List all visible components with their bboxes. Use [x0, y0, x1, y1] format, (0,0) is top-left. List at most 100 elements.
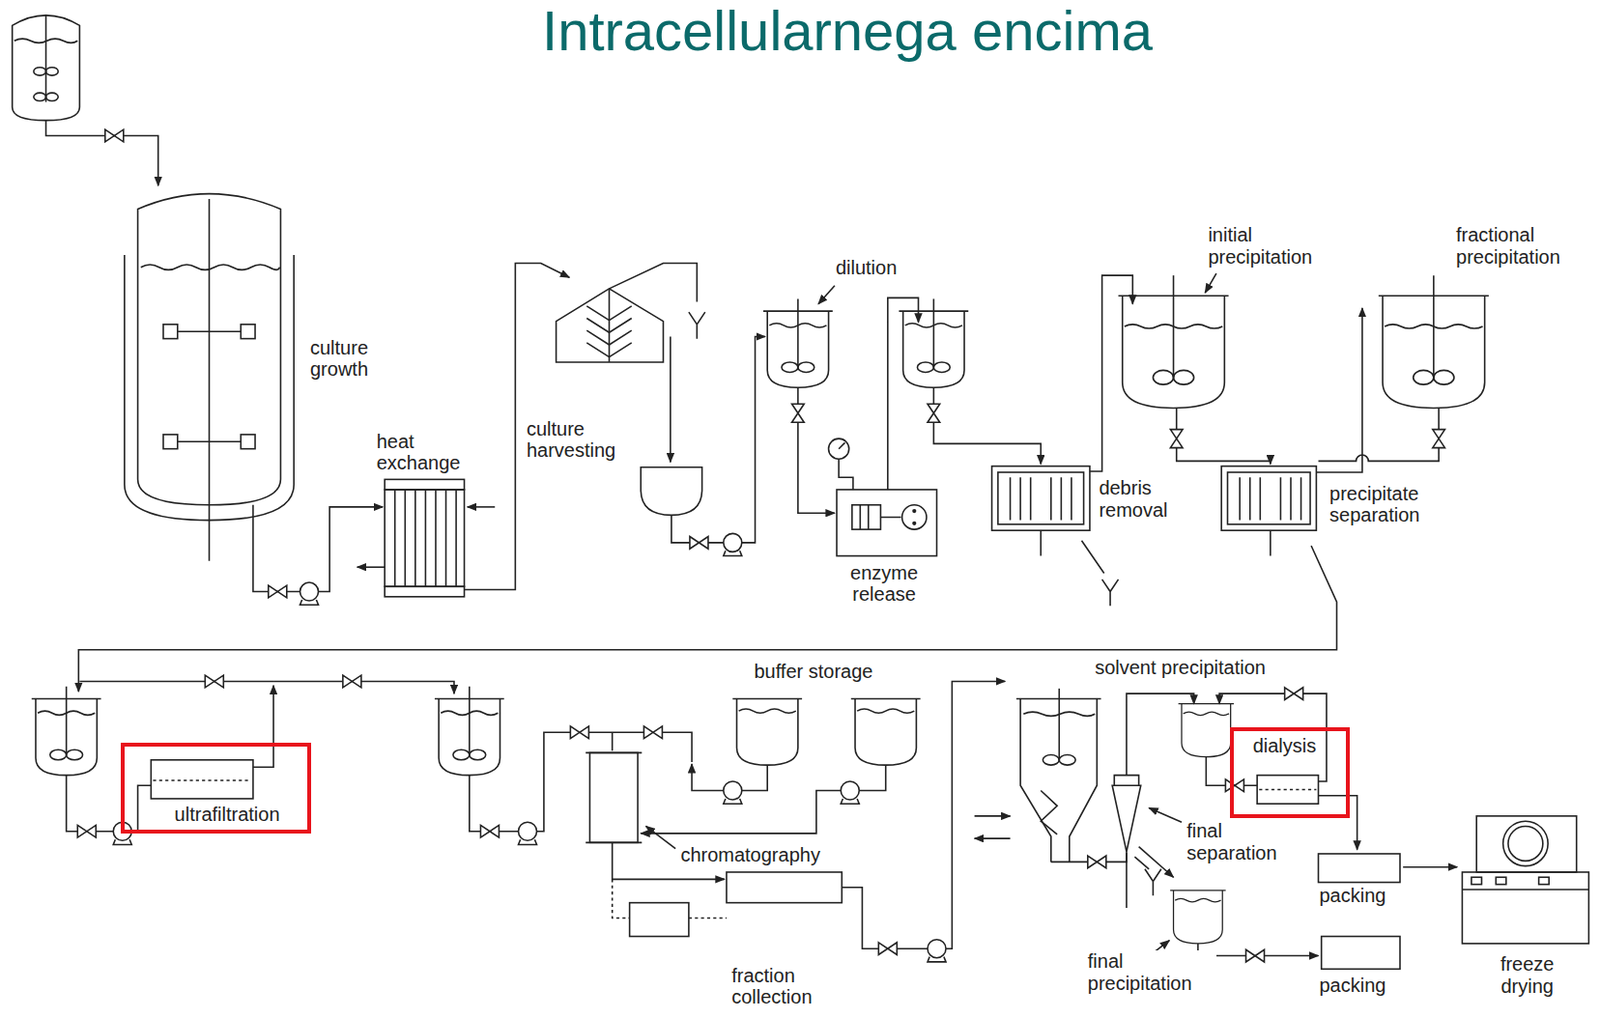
filter-presses	[1118, 275, 1229, 408]
part-label: precipitate separation	[1328, 483, 1449, 527]
part-label: initial precipitation	[1206, 224, 1337, 268]
chromatography-train	[585, 752, 642, 843]
disc-centrifuge	[671, 514, 724, 543]
dilution-and-release	[912, 509, 916, 514]
heat-exchanger	[467, 506, 496, 509]
dilution-and-release	[933, 387, 1041, 464]
disc-centrifuge	[586, 306, 631, 358]
solvent-and-dialysis	[1402, 866, 1458, 869]
valves-and-pumps	[927, 940, 946, 963]
valves-and-pumps	[1246, 949, 1265, 963]
seed-vessel	[12, 15, 81, 121]
valves-and-pumps	[1285, 687, 1304, 701]
ultrafiltration-loop	[31, 686, 102, 776]
valves-and-pumps	[840, 781, 859, 804]
disc-centrifuge	[556, 262, 767, 543]
fermenter	[253, 505, 301, 593]
valves-and-pumps	[1170, 429, 1183, 449]
seed-vessel	[46, 92, 59, 101]
heat-exchanger	[384, 479, 464, 490]
dilution-and-release	[763, 298, 833, 388]
chromatography-train	[841, 887, 928, 949]
page-title: Intracellularnega encima	[542, 0, 1153, 62]
chromatography-train	[691, 764, 724, 791]
filter-presses	[78, 545, 1337, 692]
freeze-dryer	[1476, 816, 1576, 873]
freeze-dryer	[1508, 826, 1543, 861]
part-label: packing	[1318, 974, 1388, 997]
ultrafiltration-loop	[31, 681, 505, 831]
ultrafiltration-loop	[434, 686, 505, 776]
valves-and-pumps	[1432, 429, 1446, 449]
dilution-and-release	[836, 489, 937, 557]
valves-and-pumps	[689, 537, 709, 550]
freeze-dryer	[1539, 877, 1550, 885]
solvent-and-dialysis	[1040, 790, 1058, 834]
part-label: buffer storage	[752, 660, 874, 683]
seed-vessel	[46, 120, 159, 187]
disc-centrifuge	[688, 312, 706, 339]
valves-and-pumps	[300, 582, 319, 605]
solvent-and-dialysis	[1125, 852, 1128, 909]
disc-centrifuge	[608, 288, 611, 363]
solvent-and-dialysis	[1258, 789, 1316, 792]
chromatography-train	[629, 903, 689, 938]
solvent-and-dialysis	[1114, 775, 1139, 787]
valves-and-pumps	[643, 726, 662, 740]
valves-and-pumps	[723, 781, 743, 804]
valves-and-pumps	[1225, 779, 1244, 793]
seed-vessel	[46, 67, 59, 76]
chromatography-train	[611, 732, 614, 751]
solvent-and-dialysis	[1126, 693, 1195, 775]
valves-and-pumps	[480, 825, 499, 838]
part-label: heat exchange	[375, 430, 485, 475]
filter-presses	[1040, 530, 1104, 573]
fermenter	[163, 434, 178, 450]
freeze-dryer	[1461, 872, 1589, 944]
part-label: debris removal	[1097, 477, 1185, 521]
freeze-dryer	[1503, 821, 1548, 866]
fermenter	[124, 194, 383, 593]
valves-and-pumps	[878, 942, 897, 956]
chromatography-train	[469, 732, 692, 831]
solvent-and-dialysis	[974, 688, 1458, 970]
dilution-and-release	[912, 521, 916, 526]
heat-exchanger	[384, 489, 464, 587]
valves-and-pumps	[570, 726, 589, 740]
filter-presses	[1204, 273, 1217, 293]
solvent-and-dialysis	[974, 815, 1011, 818]
part-label: freeze drying	[1485, 953, 1570, 998]
ultrafiltration-loop	[253, 685, 274, 768]
filter-presses	[78, 273, 1489, 692]
solvent-and-dialysis	[1262, 955, 1318, 958]
filter-presses	[1176, 407, 1271, 464]
chromatography-train	[945, 681, 1005, 949]
freeze-dryer	[1461, 888, 1589, 891]
chromatography-train	[589, 752, 638, 843]
chromatography-train	[646, 826, 677, 849]
seed-vessel	[45, 15, 48, 103]
valves-and-pumps	[723, 533, 743, 556]
part-label: final precipitation	[1086, 950, 1217, 995]
solvent-and-dialysis	[1170, 890, 1226, 944]
solvent-and-dialysis	[1178, 704, 1234, 758]
solvent-and-dialysis	[1321, 937, 1400, 971]
chromatography-train	[640, 790, 841, 833]
part-label: dilution	[834, 257, 898, 279]
disc-centrifuge	[640, 467, 702, 516]
part-label: solvent precipitation	[1093, 657, 1267, 679]
part-label: fractional precipitation	[1455, 224, 1585, 268]
disc-centrifuge	[609, 262, 698, 302]
ultrafiltration-loop	[152, 779, 251, 782]
chromatography-train	[469, 681, 1005, 949]
filter-presses	[1269, 530, 1272, 556]
disc-centrifuge	[556, 288, 664, 363]
freeze-dryer	[1471, 877, 1483, 885]
valves-and-pumps	[77, 129, 1445, 963]
ultrafiltration-loop	[66, 775, 152, 832]
filter-presses	[1239, 477, 1301, 520]
valves-and-pumps	[105, 129, 124, 143]
chromatography-train	[742, 765, 768, 791]
filter-presses	[1318, 407, 1440, 461]
